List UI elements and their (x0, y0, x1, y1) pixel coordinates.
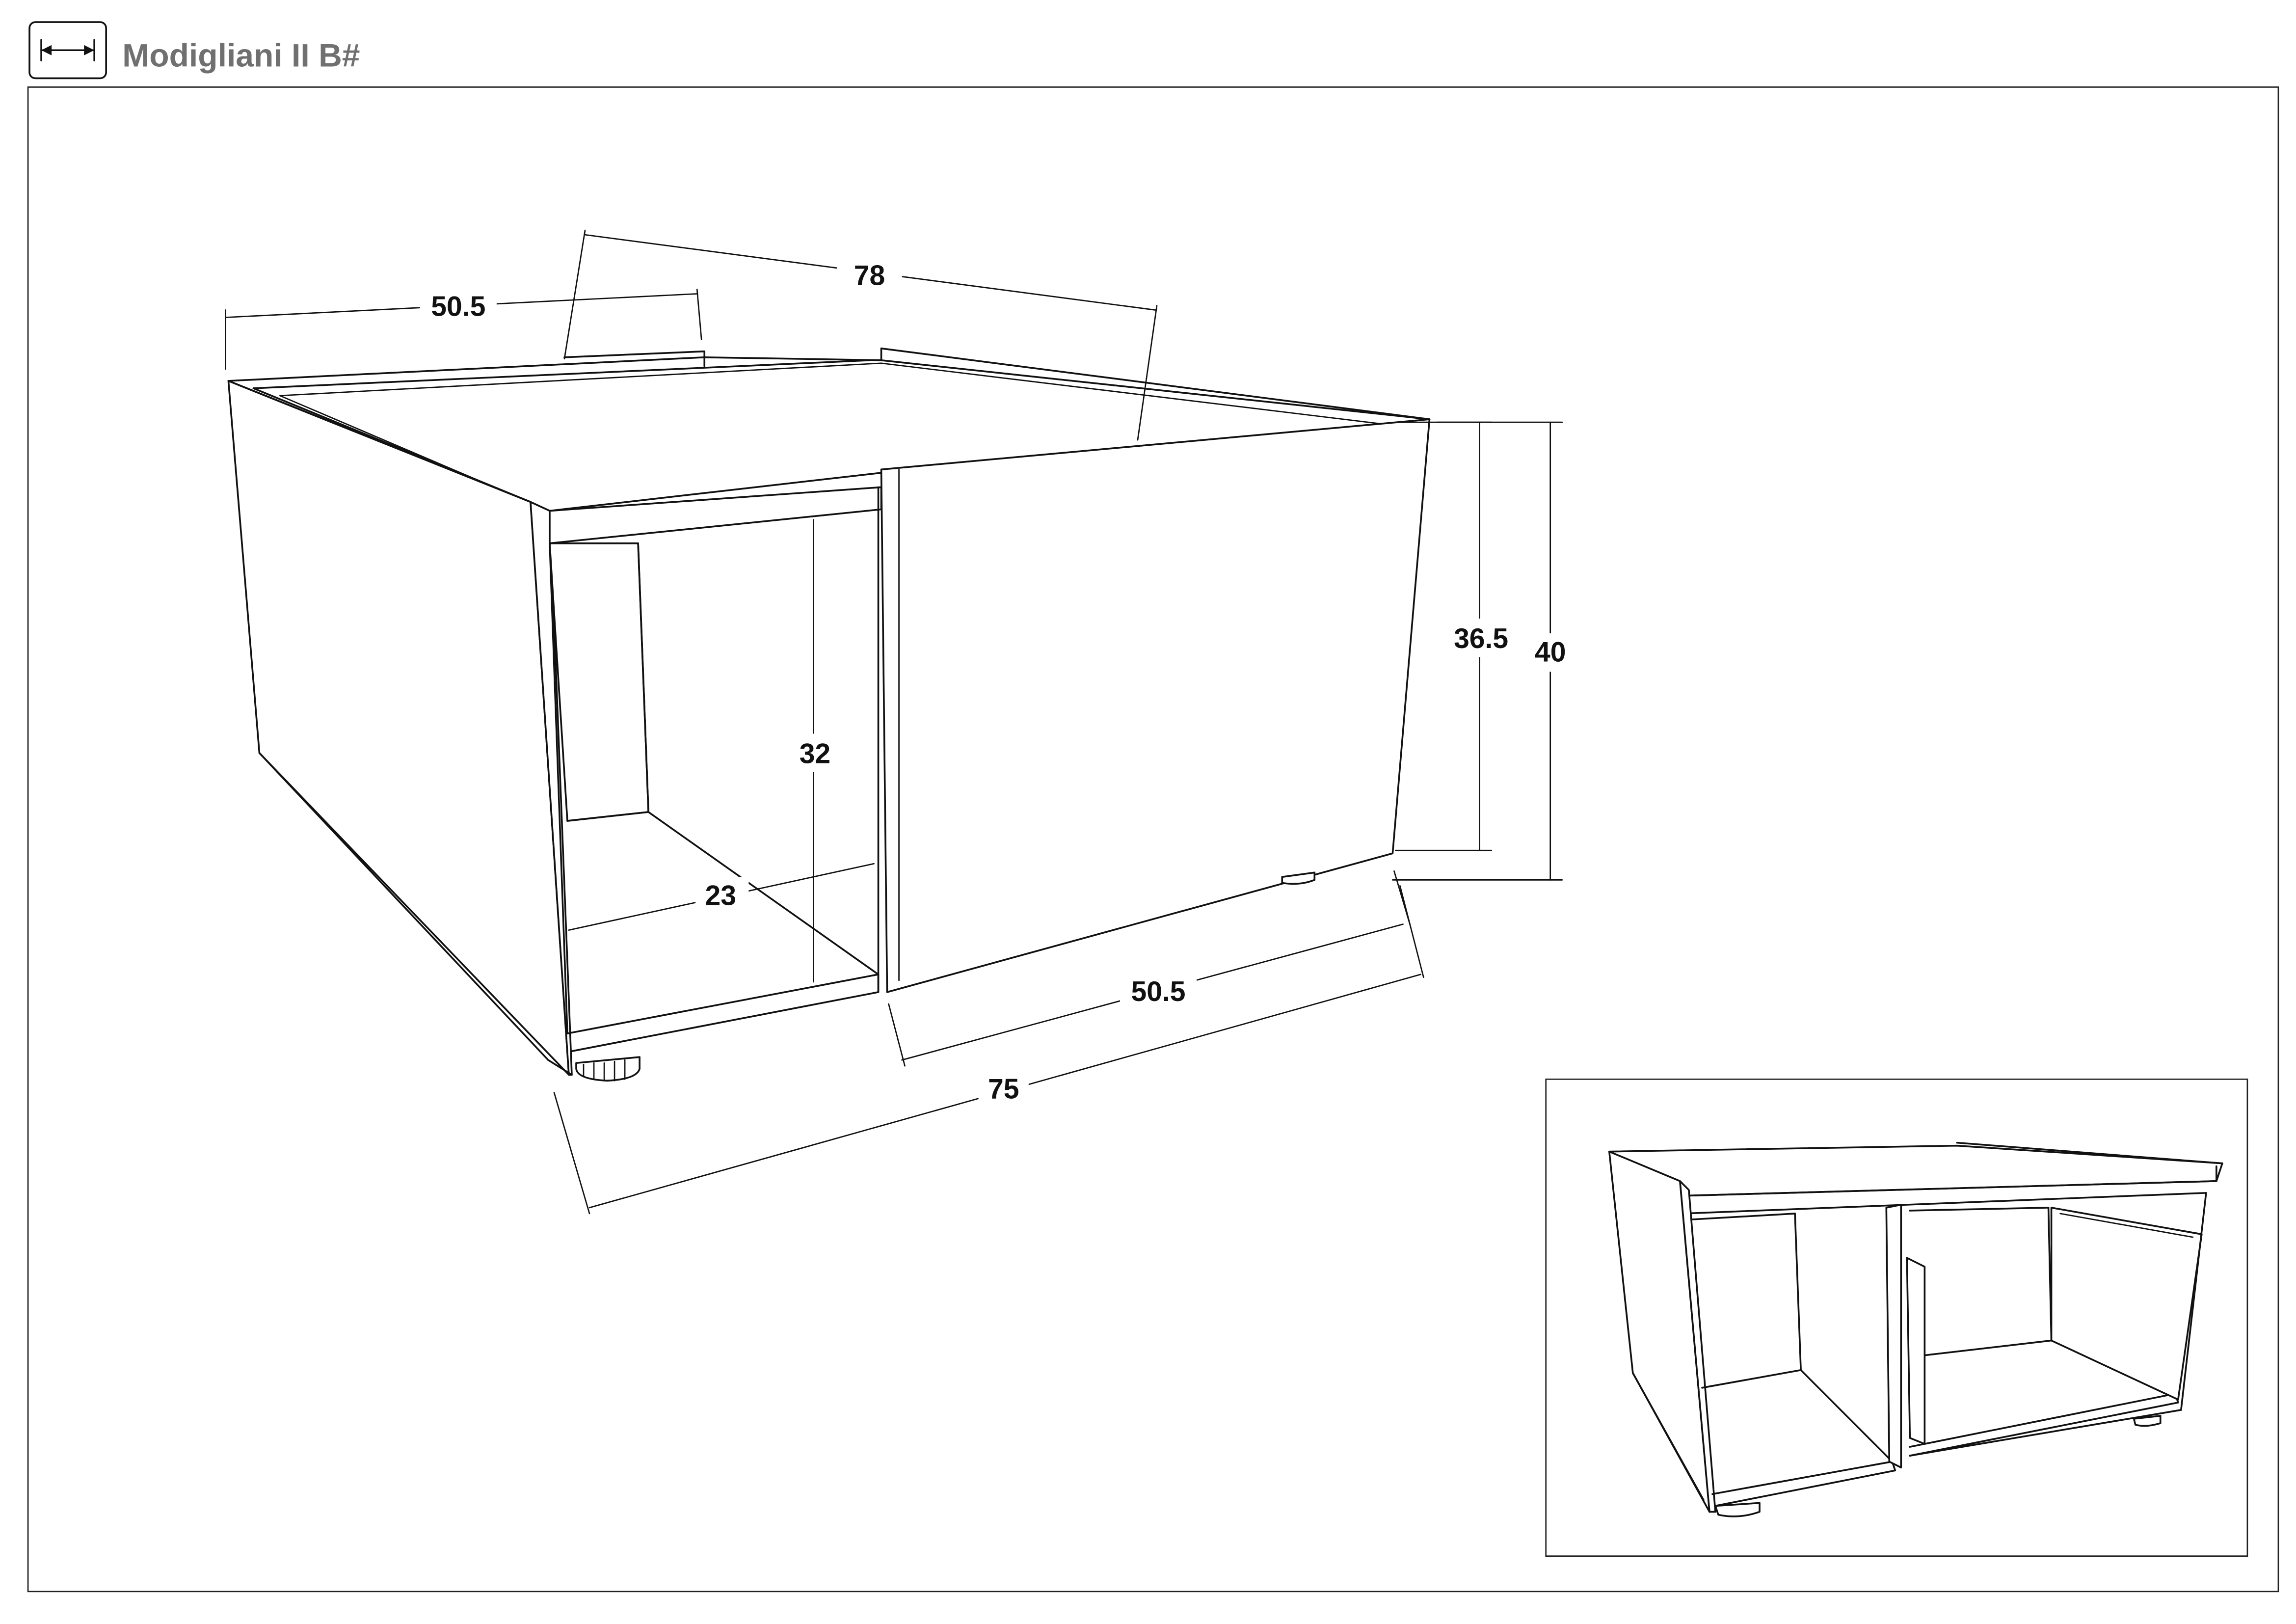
inset-open-view (1545, 1078, 2248, 1557)
dim-inner-height: 32 (800, 738, 830, 770)
foot-front-right (1281, 871, 1316, 885)
inset-foot-left (1714, 1502, 1761, 1517)
inset-divider (1885, 1204, 1902, 1469)
inner-back-left (549, 542, 649, 822)
dim-top-depth: 78 (854, 260, 885, 291)
coffee-table-closed-view (227, 347, 1431, 1082)
dim-inner-depth: 23 (705, 880, 736, 911)
dim-total-height: 40 (1535, 636, 1566, 668)
dim-body-height: 36.5 (1454, 623, 1508, 654)
dim-door-width: 50.5 (1131, 976, 1186, 1007)
dim-top-left-width: 50.5 (431, 291, 485, 323)
inset-door-edge (1906, 1257, 1926, 1445)
dimension-labels: 50.5 78 32 23 36.5 40 50.5 75 (420, 255, 1575, 1108)
inset-foot-right (2133, 1415, 2162, 1427)
dim-total-width: 75 (988, 1073, 1019, 1105)
foot-front-left (575, 1056, 641, 1082)
inset-door-panel (2050, 1207, 2203, 1401)
inset-frame (1545, 1078, 2248, 1557)
main-frame (27, 86, 2279, 1593)
dimensions-icon (28, 21, 107, 80)
product-title: Modigliani II B# (122, 37, 360, 74)
sliding-door-panel (880, 418, 1431, 993)
inset-table-top (1608, 1144, 2223, 1197)
